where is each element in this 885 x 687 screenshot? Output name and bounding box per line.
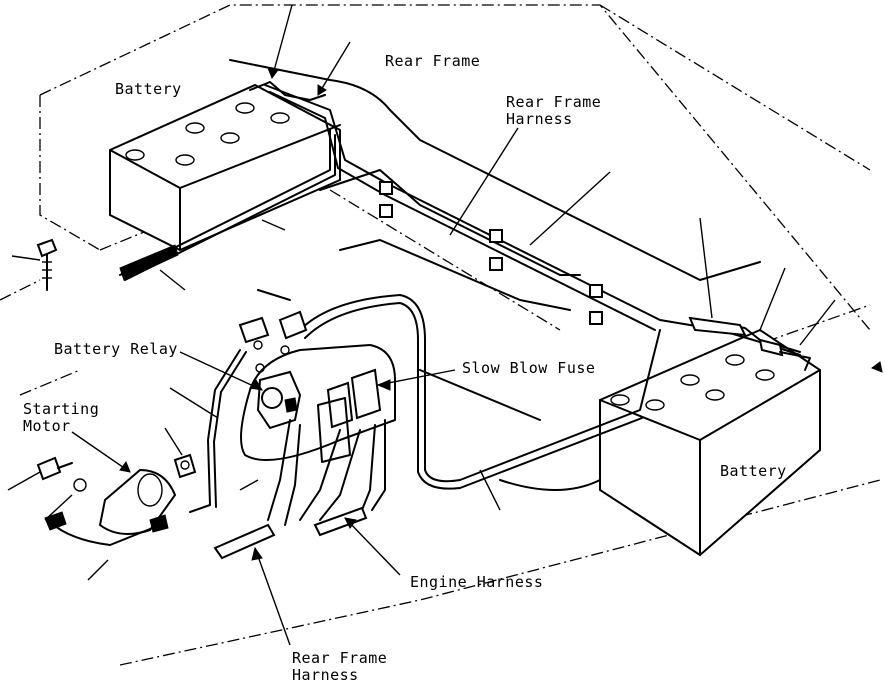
motor-terminal	[173, 453, 197, 479]
arrowheads	[119, 67, 883, 561]
label-battery-right: Battery	[720, 462, 787, 480]
label-rear-frame-harness-bottom-line2: Harness	[292, 666, 359, 684]
label-rear-frame-harness-top-line2: Harness	[506, 110, 573, 128]
label-battery-relay: Battery Relay	[54, 340, 178, 358]
label-engine-harness: Engine Harness	[410, 573, 544, 591]
bolt-left	[36, 238, 58, 291]
label-battery-left: Battery	[115, 80, 182, 98]
label-slow-blow-fuse: Slow Blow Fuse	[462, 359, 596, 377]
wire-bundles	[213, 419, 386, 560]
slow-blow-fuse-shape	[317, 368, 382, 463]
label-rear-frame: Rear Frame	[385, 52, 481, 70]
right-battery-terminals	[688, 316, 811, 371]
label-starting-motor-line1: Starting	[23, 400, 100, 418]
left-battery-cable	[119, 129, 336, 281]
battery-left-shape	[109, 83, 341, 252]
battery-right-shape	[599, 328, 821, 557]
leader-lines	[7, 4, 836, 646]
label-rear-frame-harness-top-line1: Rear Frame	[506, 93, 602, 111]
battery-relay-shape	[238, 289, 308, 430]
label-rear-frame-harness-bottom-line1: Rear Frame	[292, 649, 388, 667]
rear-frame-body	[229, 59, 761, 491]
label-starting-motor-line2: Motor	[23, 417, 71, 435]
starting-motor-shape	[36, 456, 177, 546]
rear-frame-harness-run	[249, 81, 801, 356]
